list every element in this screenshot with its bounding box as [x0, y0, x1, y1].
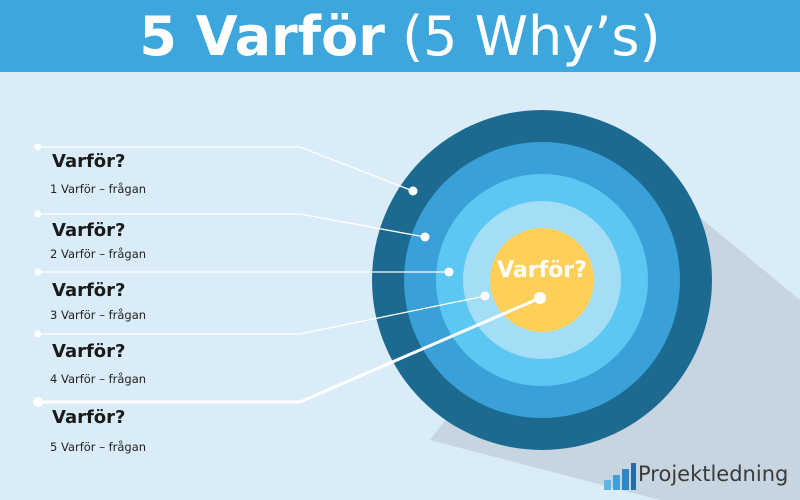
item-5-title: Varför?	[52, 407, 126, 428]
item-3-subtitle: 3 Varför – frågan	[50, 308, 147, 322]
page-title: 5 Varför (5 Why’s)	[0, 4, 800, 70]
item-2-title: Varför?	[52, 220, 126, 241]
connector-line-1	[38, 146, 414, 192]
connector-dot-start-1	[34, 143, 42, 151]
item-3-title: Varför?	[52, 280, 126, 301]
connector-dot-start-4	[34, 330, 42, 338]
logo-text: Projektledning	[638, 462, 789, 486]
item-1-title: Varför?	[52, 151, 126, 172]
connector-line-5	[38, 296, 541, 404]
title-main: 5 Varför	[139, 5, 385, 68]
item-2-subtitle: 2 Varför – frågan	[50, 247, 147, 261]
bar-chart-logo-icon	[604, 463, 636, 490]
connector-line-2	[38, 213, 426, 238]
connector-dot-start-5	[33, 397, 43, 407]
connector-dot-end-5	[534, 292, 546, 304]
connector-dot-start-2	[34, 210, 42, 218]
item-5-subtitle: 5 Varför – frågan	[50, 440, 147, 454]
center-circle	[490, 228, 594, 332]
header-banner: 5 Varför (5 Why’s)	[0, 0, 800, 72]
item-4-subtitle: 4 Varför – frågan	[50, 372, 147, 386]
connector-line-4	[38, 295, 486, 335]
connector-dot-end-3	[444, 267, 454, 277]
connector-dot-start-3	[34, 268, 42, 276]
item-4-title: Varför?	[52, 341, 126, 362]
connector-dot-end-1	[408, 186, 418, 196]
item-1-subtitle: 1 Varför – frågan	[50, 182, 147, 196]
connector-dot-end-4	[480, 291, 490, 301]
title-subtitle: (5 Why’s)	[402, 5, 661, 68]
center-label: Varför?	[497, 258, 587, 283]
connector-dot-end-2	[420, 232, 430, 242]
